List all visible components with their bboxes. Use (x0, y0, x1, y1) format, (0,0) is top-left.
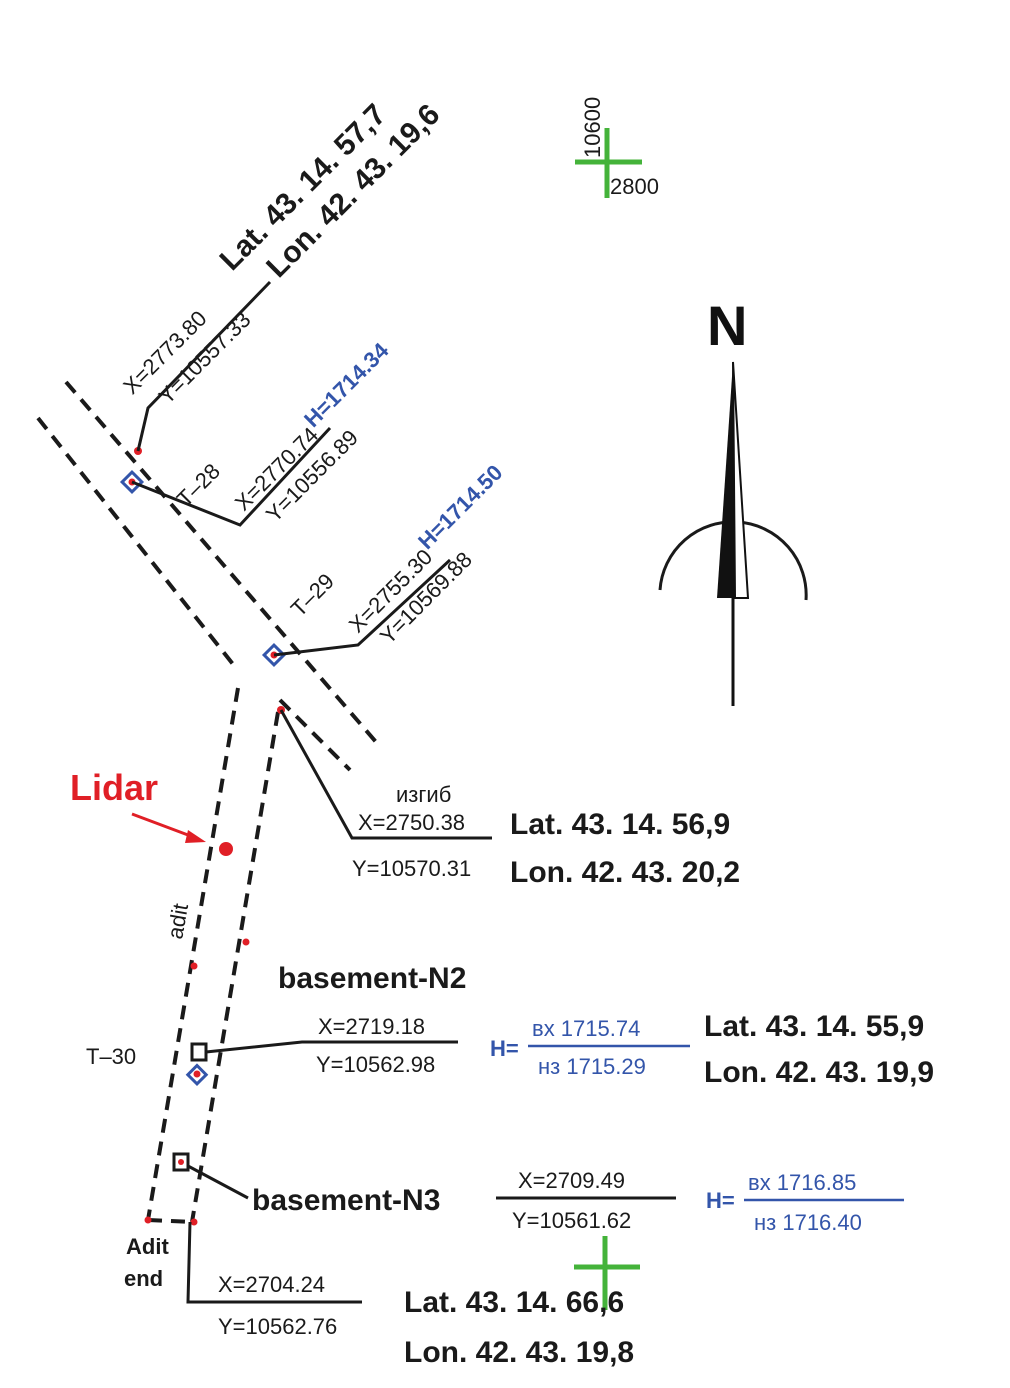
bend-y: Y=10570.31 (352, 856, 471, 881)
lidar-arrow-head (185, 830, 206, 843)
basement-n2: basement-N2 T–30 X=2719.18 Y=10562.98 H=… (86, 962, 934, 1089)
grid-marker-horizontal-value: 2800 (610, 174, 659, 199)
basement-n3-dot (178, 1159, 184, 1165)
bend-leader (279, 709, 492, 840)
t28-h: H=1714.34 (299, 337, 394, 432)
basement-n3-label: basement-N3 (252, 1184, 440, 1217)
adit-point-1 (242, 938, 250, 946)
basement-n2-h-in: вх 1715.74 (532, 1016, 640, 1041)
basement-n3-box (172, 1152, 190, 1172)
adit-end-dot-left (144, 1216, 152, 1224)
basement-n2-h-prefix: H= (490, 1036, 519, 1061)
t30-box (190, 1042, 208, 1062)
north-arrow: N (658, 294, 808, 706)
adit-right-wall (190, 711, 280, 1223)
t29-marker (261, 642, 287, 668)
adit-end-lat: Lat. 43. 14. 66,6 (404, 1286, 624, 1319)
basement-n3: basement-N3 X=2709.49 Y=10561.62 H= вх 1… (172, 1152, 904, 1235)
tunnel-upper-mid-wall (64, 380, 378, 744)
grid-marker-vertical-value: 10600 (580, 97, 605, 158)
adit-left-wall (146, 687, 240, 1221)
basement-n3-leader (187, 1164, 249, 1200)
t30-marker (185, 1063, 209, 1087)
t30-label: T–30 (86, 1044, 136, 1069)
lidar-arrow-shaft (131, 812, 197, 840)
north-label: N (707, 294, 747, 357)
basement-n2-lat: Lat. 43. 14. 55,9 (704, 1010, 924, 1043)
basement-n2-leader (205, 1040, 458, 1054)
t29-leader (273, 558, 452, 657)
t29-h: H=1714.50 (413, 460, 507, 554)
lidar: Lidar (70, 767, 233, 856)
north-needle-light (732, 361, 750, 599)
upper-reference: X=2773.80 Y=10557.33 Lat. 43. 14. 57,7 L… (118, 98, 446, 455)
north-needle-dark (717, 362, 735, 598)
basement-n3-h-prefix: H= (706, 1188, 735, 1213)
adit-end-label-line2: end (124, 1266, 163, 1291)
adit-end-label-line1: Adit (126, 1234, 169, 1259)
adit-label: adit (162, 902, 193, 941)
bend-point: изгиб X=2750.38 Y=10570.31 Lat. 43. 14. … (277, 706, 740, 889)
adit-end: Adit end X=2704.24 Y=10562.76 Lat. 43. 1… (124, 1216, 640, 1369)
basement-n2-x: X=2719.18 (318, 1014, 425, 1039)
basement-n3-x: X=2709.49 (518, 1168, 625, 1193)
t28-label: T–28 (172, 458, 225, 511)
bend-x: X=2750.38 (358, 810, 465, 835)
t30-dot (193, 1070, 201, 1078)
bend-lon: Lon. 42. 43. 20,2 (510, 856, 740, 889)
bend-label: изгиб (396, 782, 451, 807)
t28-leader (131, 426, 332, 527)
bend-lat: Lat. 43. 14. 56,9 (510, 808, 730, 841)
tunnel-outlines (36, 380, 378, 1224)
upper-reference-leader (136, 280, 272, 452)
adit-point-2 (190, 962, 198, 970)
adit-end-x: X=2704.24 (218, 1272, 325, 1297)
lidar-label: Lidar (70, 767, 158, 808)
basement-n2-y: Y=10562.98 (316, 1052, 435, 1077)
tunnel-upper-left-wall (36, 416, 238, 670)
basement-n3-h-out: нз 1716.40 (754, 1210, 862, 1235)
adit-end-leader (186, 1221, 362, 1304)
t29-label: T–29 (286, 568, 339, 621)
basement-n3-y: Y=10561.62 (512, 1208, 631, 1233)
adit-end-dot-right (190, 1218, 198, 1226)
basement-n2-label: basement-N2 (278, 962, 466, 995)
basement-n2-h-out: нз 1715.29 (538, 1054, 646, 1079)
t28-marker (119, 469, 145, 495)
adit-end-wall (147, 1218, 193, 1224)
tunnel-branch-wall (278, 698, 352, 772)
basement-n2-lon: Lon. 42. 43. 19,9 (704, 1056, 934, 1089)
grid-marker: 10600 2800 (575, 97, 659, 199)
basement-n3-h-in: вх 1716.85 (748, 1170, 856, 1195)
adit-end-lon: Lon. 42. 43. 19,8 (404, 1336, 634, 1369)
lidar-dot (219, 842, 233, 856)
adit-end-y: Y=10562.76 (218, 1314, 337, 1339)
